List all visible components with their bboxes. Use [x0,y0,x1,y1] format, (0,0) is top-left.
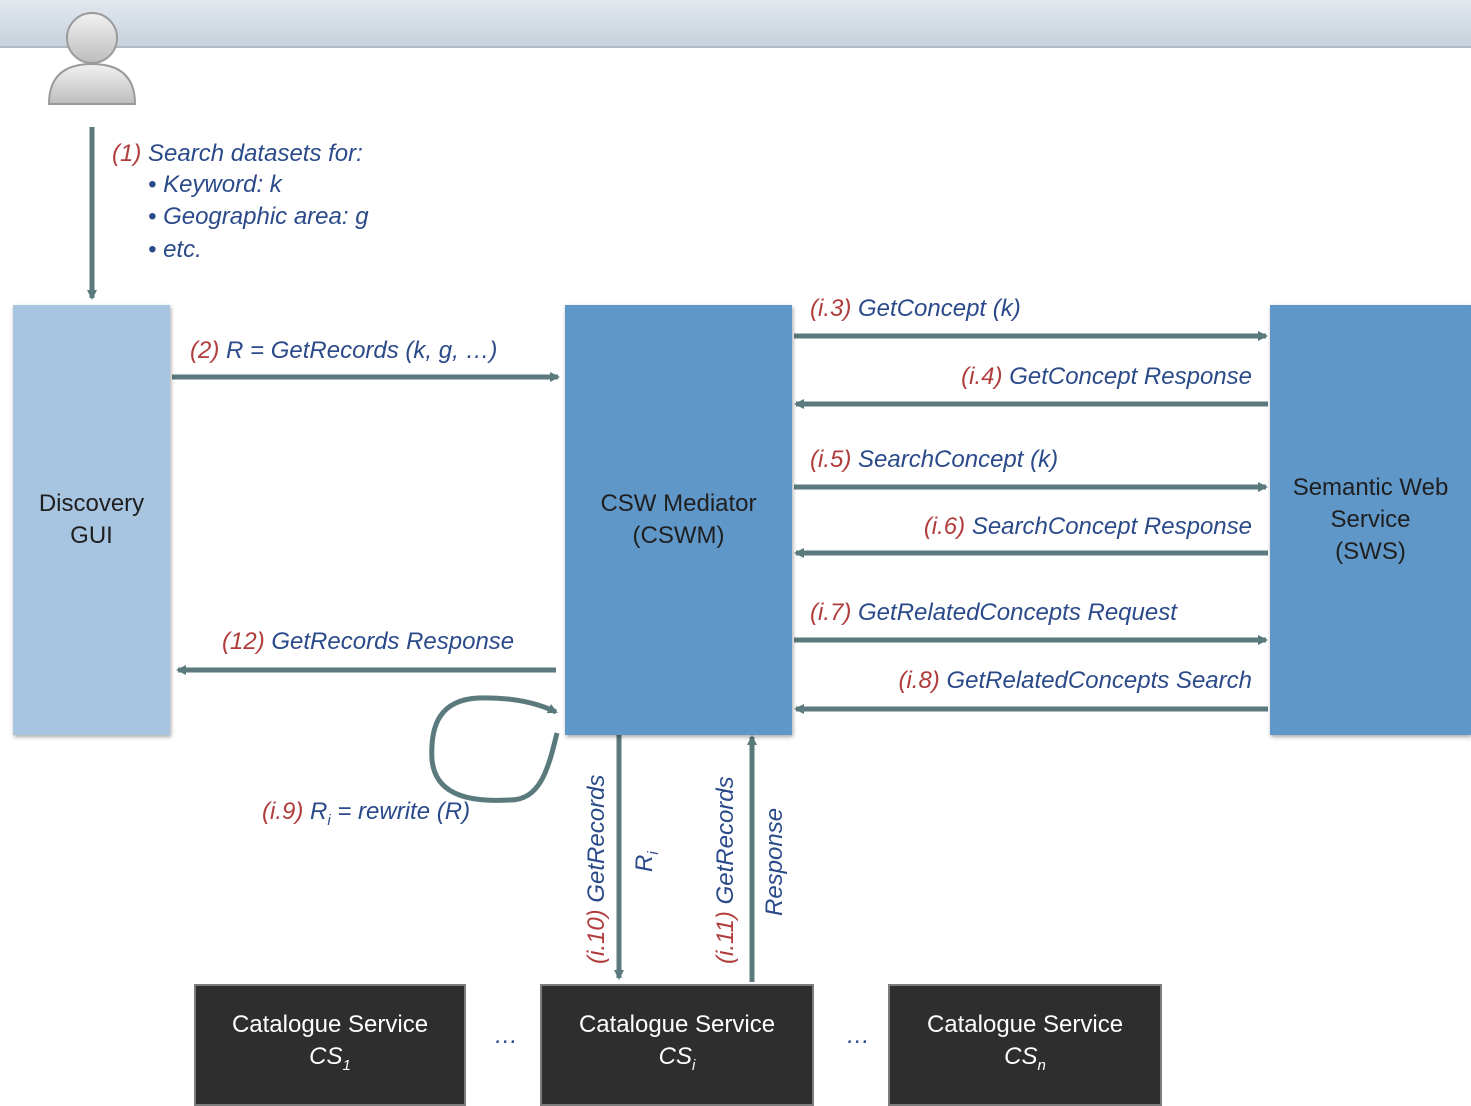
sws-acronym: (SWS) [1335,538,1406,565]
semantic-web-service-box: Semantic Web Service (SWS) [1270,305,1471,735]
search-step-number: (1) [112,140,142,167]
msg-i11-label: (i.11) GetRecords [712,776,739,964]
discovery-gui-box: Discovery GUI [13,305,170,735]
arrow-i9-loop [429,695,560,803]
search-text: Search datasets for: [148,140,363,167]
msg-i10-ri-label: Ri [631,851,662,872]
msg-i11-response-label: Response [761,807,788,916]
catalogue-service-n-box: Catalogue Service CSn [888,984,1162,1106]
msg-i6-label: (i.6) SearchConcept Response [923,513,1252,540]
top-band [0,0,1471,48]
search-bullet-area: • Geographic area: g [148,203,369,230]
msg-i9-label: (i.9) Ri = rewrite (R) [262,798,471,829]
mediator-title: CSW Mediator [600,490,757,517]
cs1-name: CS1 [309,1042,351,1074]
csn-name: CSn [1004,1042,1046,1074]
catalogue-service-1-box: Catalogue Service CS1 [194,984,466,1106]
search-bullet-etc: • etc. [148,236,202,263]
msg-i8-label: (i.8) GetRelatedConcepts Search [898,667,1252,694]
msg-i10-label: (i.10) GetRecords [583,774,610,964]
sws-title: Semantic Web [1292,474,1449,501]
discovery-subtitle: GUI [70,522,113,549]
msg-i5-label: (i.5) SearchConcept (k) [810,446,1059,473]
user-icon [47,12,137,105]
cs1-title: Catalogue Service [231,1010,429,1038]
csi-title: Catalogue Service [578,1010,776,1038]
mediator-acronym: (CSWM) [632,522,725,549]
msg-2-label: (2) R = GetRecords (k, g, …) [190,337,498,364]
msg-i3-label: (i.3) GetConcept (k) [810,295,1021,322]
discovery-title: Discovery [38,490,145,517]
sws-title-2: Service [1330,506,1411,533]
csn-title: Catalogue Service [926,1010,1124,1038]
ellipsis-left: … [494,1022,518,1049]
search-bullet-keyword: • Keyword: k [148,171,282,198]
msg-i4-label: (i.4) GetConcept Response [961,363,1252,390]
ellipsis-right: … [846,1022,870,1049]
msg-12-label: (12) GetRecords Response [222,628,515,655]
search-label: (1) Search datasets for: [112,139,363,169]
catalogue-service-i-box: Catalogue Service CSi [540,984,814,1106]
csi-name: CSi [658,1042,696,1074]
csw-mediator-box: CSW Mediator (CSWM) [565,305,792,735]
msg-i7-label: (i.7) GetRelatedConcepts Request [810,599,1177,626]
